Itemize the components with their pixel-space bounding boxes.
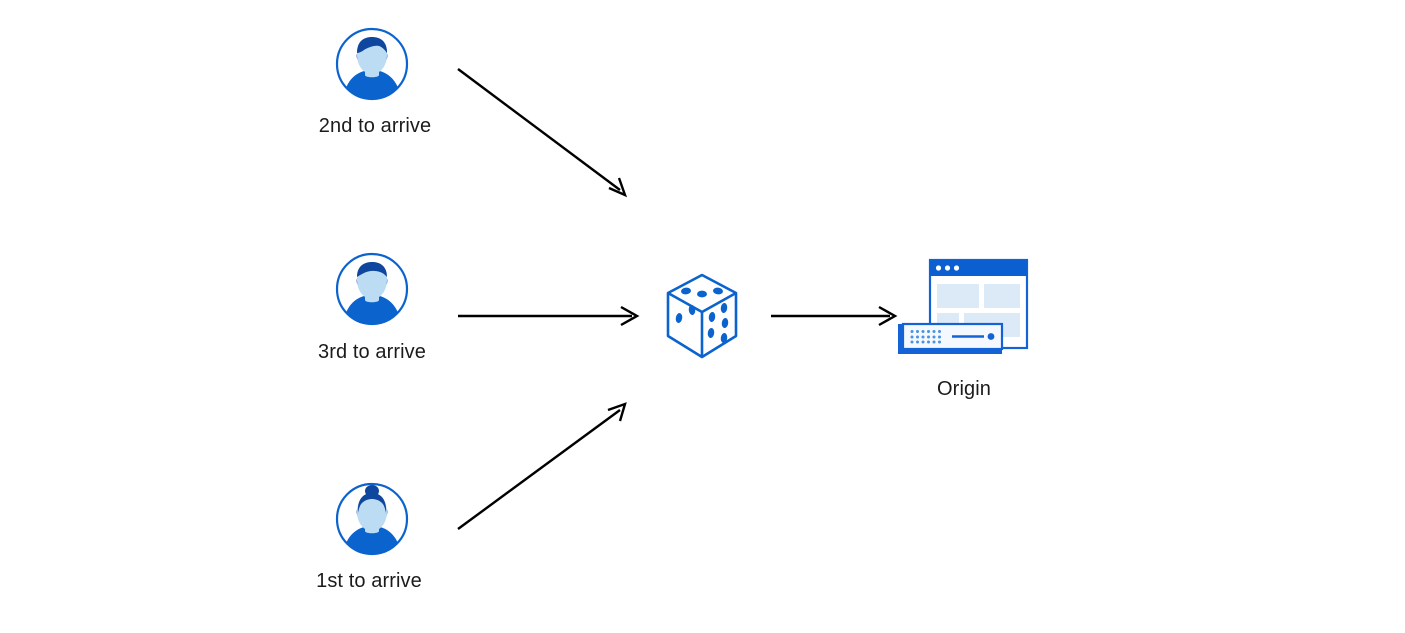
client-node-2nd[interactable] [334,26,410,102]
arrow-1st-to-dice [457,402,627,530]
arrow-3rd-to-dice [458,305,640,327]
client-label-3rd: 3rd to arrive [317,341,427,363]
arrow-dice-to-origin [771,305,898,327]
user-avatar-male-short-hair-icon [335,252,409,326]
client-label-1st: 1st to arrive [316,570,422,592]
client-label-2nd: 2nd to arrive [318,115,432,137]
user-avatar-female-bun-icon [335,482,409,556]
client-node-1st[interactable] [334,481,410,557]
user-avatar-male-short-hair-icon [335,27,409,101]
dice-icon [666,273,738,359]
origin-node[interactable] [890,256,1035,371]
client-node-3rd[interactable] [334,251,410,327]
origin-server-browser-icon [898,258,1029,354]
dice-node[interactable] [663,272,741,365]
origin-label: Origin [937,378,991,400]
arrow-2nd-to-dice [457,68,628,198]
